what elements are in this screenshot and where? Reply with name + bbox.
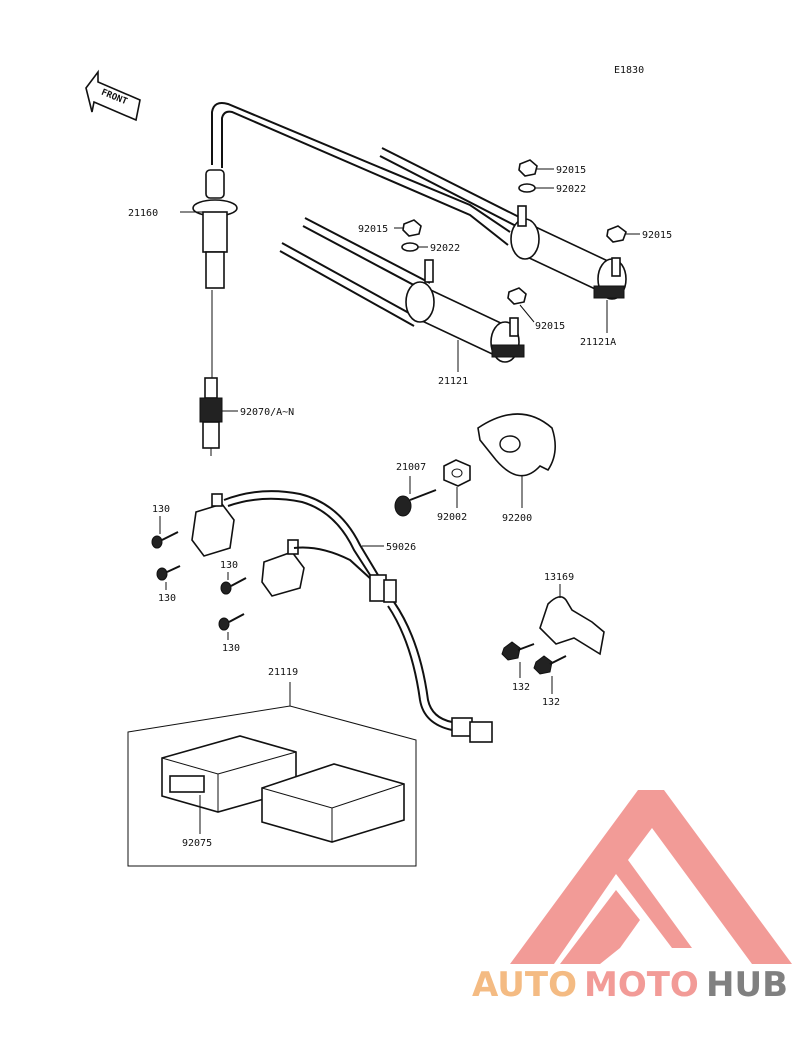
plug-cap-part [192, 169, 238, 289]
nut-top-icon [518, 159, 538, 177]
label-132-a: 132 [512, 682, 530, 693]
label-132-b: 132 [542, 697, 560, 708]
nut-coil-icon [507, 287, 527, 305]
label-21160: 21160 [128, 208, 158, 219]
label-130-b: 130 [158, 593, 176, 604]
label-92002: 21007 [396, 462, 426, 473]
label-13169: 13169 [544, 572, 574, 583]
diagram-code: E1830 [614, 65, 644, 76]
screw-130-icon-c [220, 577, 247, 595]
bolt-92002-icon [394, 489, 437, 517]
bracket-13169-part [539, 596, 605, 656]
label-92075: 92075 [182, 838, 212, 849]
logo-word-auto: AUTO [472, 965, 577, 1005]
label-92022-top: 92022 [556, 184, 586, 195]
label-92015-top: 92015 [556, 165, 586, 176]
label-92015-coil: 92015 [535, 321, 565, 332]
label-130-c: 130 [220, 560, 238, 571]
label-21007: 92200 [502, 513, 532, 524]
front-arrow-icon: FRONT [85, 69, 141, 122]
timing-plate-part [477, 413, 556, 477]
igniter-assembly-outline [127, 705, 417, 867]
label-92070: 92070/A~N [240, 407, 294, 418]
label-21121: 21121 [438, 376, 468, 387]
ignition-coil-front [405, 259, 525, 363]
nut-right-icon [606, 225, 627, 243]
screw-130-icon-d [218, 613, 245, 631]
label-130-d: 130 [222, 643, 240, 654]
washer-top-icon [518, 183, 536, 193]
bolt-132-icon-b [533, 655, 567, 675]
ignition-coil-rear [510, 205, 627, 300]
label-59026: 59026 [386, 542, 416, 553]
automotohub-logo: AUTO MOTO HUB [472, 790, 792, 1005]
label-92015-mid: 92015 [358, 224, 388, 235]
bolt-132-icon-a [501, 641, 535, 661]
label-92022-mid: 92022 [430, 243, 460, 254]
logo-word-moto: MOTO [584, 965, 699, 1005]
washer-mid-icon [401, 242, 419, 252]
logo-word-hub: HUB [706, 965, 788, 1005]
spark-plug-part [199, 377, 223, 456]
pickup-coil-lower [261, 539, 305, 597]
wiring-harness [223, 490, 493, 743]
nut-mid-icon [402, 219, 422, 237]
label-92200: 92002 [437, 512, 467, 523]
igniter-pad-part [261, 763, 405, 843]
label-21119: 21119 [268, 667, 298, 678]
ht-lead-mid [302, 217, 431, 292]
pickup-coil-upper [191, 493, 235, 557]
label-130-a: 130 [152, 504, 170, 515]
ht-lead-top [379, 147, 526, 229]
ht-lead-low [279, 242, 419, 327]
ht-lead-main [211, 102, 511, 246]
screw-130-icon-b [156, 565, 181, 581]
screw-130-icon-a [151, 531, 179, 549]
label-21121A: 21121A [580, 337, 616, 348]
label-92015-right: 92015 [642, 230, 672, 241]
